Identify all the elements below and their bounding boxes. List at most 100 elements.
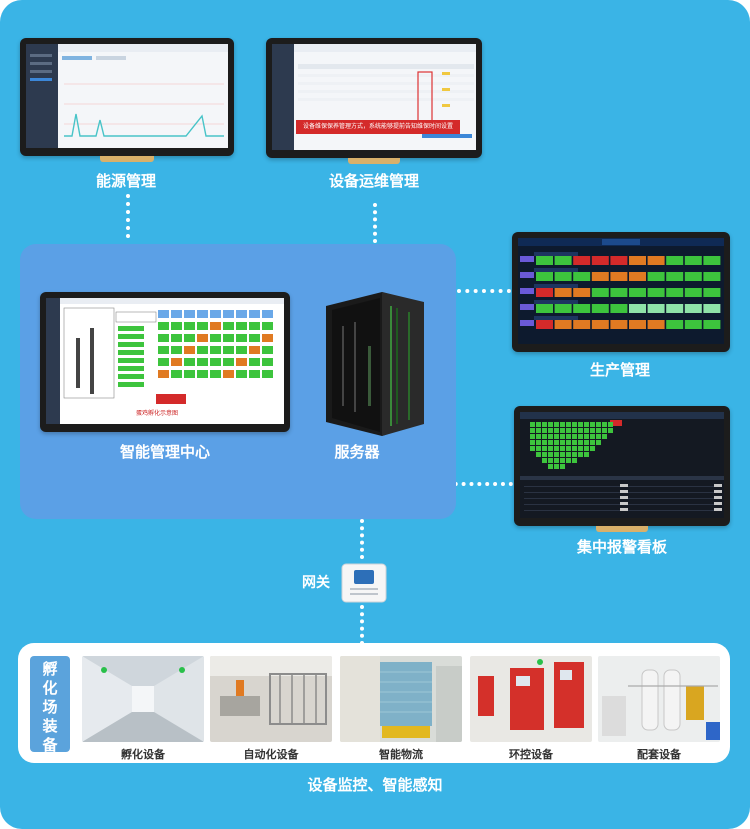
photo-auxiliary-equipment — [598, 656, 720, 742]
alarm-cell — [542, 422, 547, 427]
alarm-list-icon — [620, 490, 628, 493]
server-label: 服务器 — [334, 443, 380, 461]
energy-label: 能源管理 — [95, 172, 156, 190]
alarm-cell — [530, 434, 535, 439]
hatchery-title-char: 化 — [42, 679, 58, 697]
center-grid-cell — [171, 358, 182, 366]
alarm-cell — [560, 452, 565, 457]
alarm-cell — [584, 428, 589, 433]
production-cell — [554, 304, 572, 313]
alarm-cell — [542, 458, 547, 463]
production-cell — [629, 288, 646, 297]
production-cell — [610, 256, 628, 265]
production-row-header — [534, 284, 578, 288]
production-cell — [573, 256, 591, 265]
center-grid-cell — [158, 310, 169, 318]
alarm-cell — [530, 446, 535, 451]
production-cell — [554, 288, 572, 297]
center-left-cell — [118, 334, 144, 339]
alarm-cell — [548, 446, 553, 451]
alarm-cell — [584, 422, 589, 427]
alarm-cell — [578, 440, 583, 445]
production-cell — [573, 272, 591, 281]
alarm-cell — [554, 446, 559, 451]
production-row-header — [534, 268, 578, 272]
production-cell — [629, 320, 646, 329]
alarm-list-icon — [620, 484, 628, 487]
alarm-cell — [578, 446, 583, 451]
hatchery-title: 孵 化 场 装 备 — [30, 656, 70, 754]
hatchery-title-char: 孵 — [42, 660, 58, 678]
center-grid-cell — [249, 370, 260, 378]
alarm-cell — [596, 428, 601, 433]
caption-automation-equipment: 自动化设备 — [243, 748, 299, 761]
center-grid-cell — [223, 322, 234, 330]
center-pipe — [90, 328, 94, 394]
center-grid-cell — [236, 370, 247, 378]
center-grid-cell — [210, 346, 221, 354]
production-row-tag — [520, 320, 534, 326]
center-pipe — [76, 338, 80, 388]
center-grid-cell — [210, 358, 221, 366]
center-grid-cell — [223, 370, 234, 378]
production-row-header — [534, 300, 578, 304]
production-cell — [684, 272, 702, 281]
production-cell — [573, 304, 591, 313]
production-cell — [591, 320, 609, 329]
center-left-cell — [118, 358, 144, 363]
alarm-cell — [566, 428, 571, 433]
alarm-cell — [536, 440, 541, 445]
center-grid-cell — [158, 358, 169, 366]
production-cell — [610, 320, 628, 329]
alarm-cell — [542, 452, 547, 457]
alarm-cell — [590, 446, 595, 451]
center-monitor: 蛋鸡孵化示意图 — [40, 292, 290, 432]
production-cell — [610, 272, 628, 281]
center-left-cell — [118, 382, 144, 387]
alarm-cell — [554, 434, 559, 439]
production-cell — [554, 256, 572, 265]
production-cell — [554, 272, 572, 281]
production-cell — [647, 288, 665, 297]
production-cell — [629, 256, 646, 265]
alarm-cell — [566, 434, 571, 439]
alarm-cell — [572, 422, 577, 427]
maintenance-monitor: 设备维保保养管理方式，系统能够提前告知维保时间设置 — [266, 38, 482, 158]
production-cell — [536, 272, 553, 281]
center-grid-cell — [210, 370, 221, 378]
alarm-cell — [596, 422, 601, 427]
alarm-list-icon — [620, 496, 628, 499]
gateway-label: 网关 — [302, 575, 330, 591]
photo-hatching-equipment — [82, 656, 204, 742]
center-grid-cell — [184, 310, 195, 318]
alarm-cell — [572, 452, 577, 457]
production-cell — [591, 256, 609, 265]
energy-monitor — [20, 38, 234, 156]
production-cell — [684, 256, 702, 265]
center-left-cell — [118, 350, 144, 355]
alarm-cell — [608, 422, 613, 427]
alarm-cell — [560, 464, 565, 469]
alarm-cell — [584, 446, 589, 451]
alarm-cell — [584, 452, 589, 457]
alarm-cell — [560, 434, 565, 439]
production-cell — [629, 304, 646, 313]
center-grid-cell — [262, 358, 273, 366]
production-cell — [703, 256, 721, 265]
production-cell — [573, 320, 591, 329]
production-cell — [703, 272, 721, 281]
center-screen: 蛋鸡孵化示意图 — [46, 298, 284, 424]
alarm-screen-graphic — [520, 412, 724, 511]
production-cell — [703, 304, 721, 313]
alarm-cell — [542, 440, 547, 445]
alarm-cell — [566, 458, 571, 463]
alarm-cell — [566, 446, 571, 451]
alarm-cell — [548, 434, 553, 439]
alarm-cell — [566, 452, 571, 457]
maintenance-label: 设备运维管理 — [328, 172, 419, 190]
monitoring-label: 设备监控、智能感知 — [307, 776, 443, 794]
production-row-tag — [520, 256, 534, 262]
alarm-cell — [572, 446, 577, 451]
center-grid-cell — [171, 346, 182, 354]
production-cell — [647, 272, 665, 281]
